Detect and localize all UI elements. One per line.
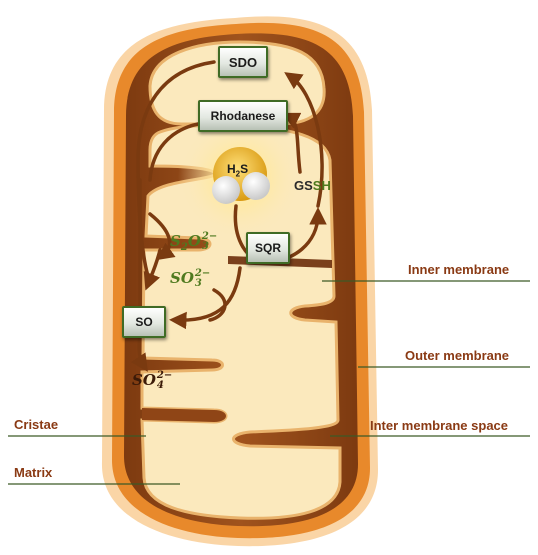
so-label: SO [135, 315, 153, 329]
rhodanese-box: Rhodanese [198, 100, 288, 132]
sqr-label: SQR [254, 241, 281, 255]
outer-membrane-label: Outer membrane [405, 348, 510, 363]
label-lines [8, 280, 530, 485]
so-box: SO [122, 306, 166, 338]
sqr-box: SQR [246, 232, 290, 264]
hydrogen-atom [242, 172, 270, 200]
main-matrix [140, 123, 342, 520]
inter-membrane-space-label: Inter membrane space [370, 418, 509, 433]
arrow-gssh-to-rhodanese [281, 112, 302, 174]
arrow-gssh-to-sdo [284, 72, 324, 208]
hydrogen-atom [212, 176, 240, 204]
arrow-sulfite-to-so [208, 288, 227, 322]
arrow-so-to-sulfate [130, 334, 148, 372]
arrow-sulfite-branch [143, 248, 162, 291]
arrow-sdo-to-left [136, 60, 216, 278]
crista-fold [142, 408, 226, 422]
gssh-label: GSSH [294, 178, 331, 193]
arrow-rhodanese-to-left [148, 122, 200, 182]
sdo-box: SDO [218, 46, 268, 78]
rhodanese-label: Rhodanese [210, 109, 276, 123]
cristae-label: Cristae [14, 417, 59, 432]
arrow-thiosulfate [148, 212, 176, 261]
sdo-label: SDO [228, 54, 258, 70]
h2s-label: H2S [227, 162, 249, 179]
inner-membrane-label: Inner membrane [408, 262, 510, 277]
matrix-label: Matrix [14, 465, 53, 480]
